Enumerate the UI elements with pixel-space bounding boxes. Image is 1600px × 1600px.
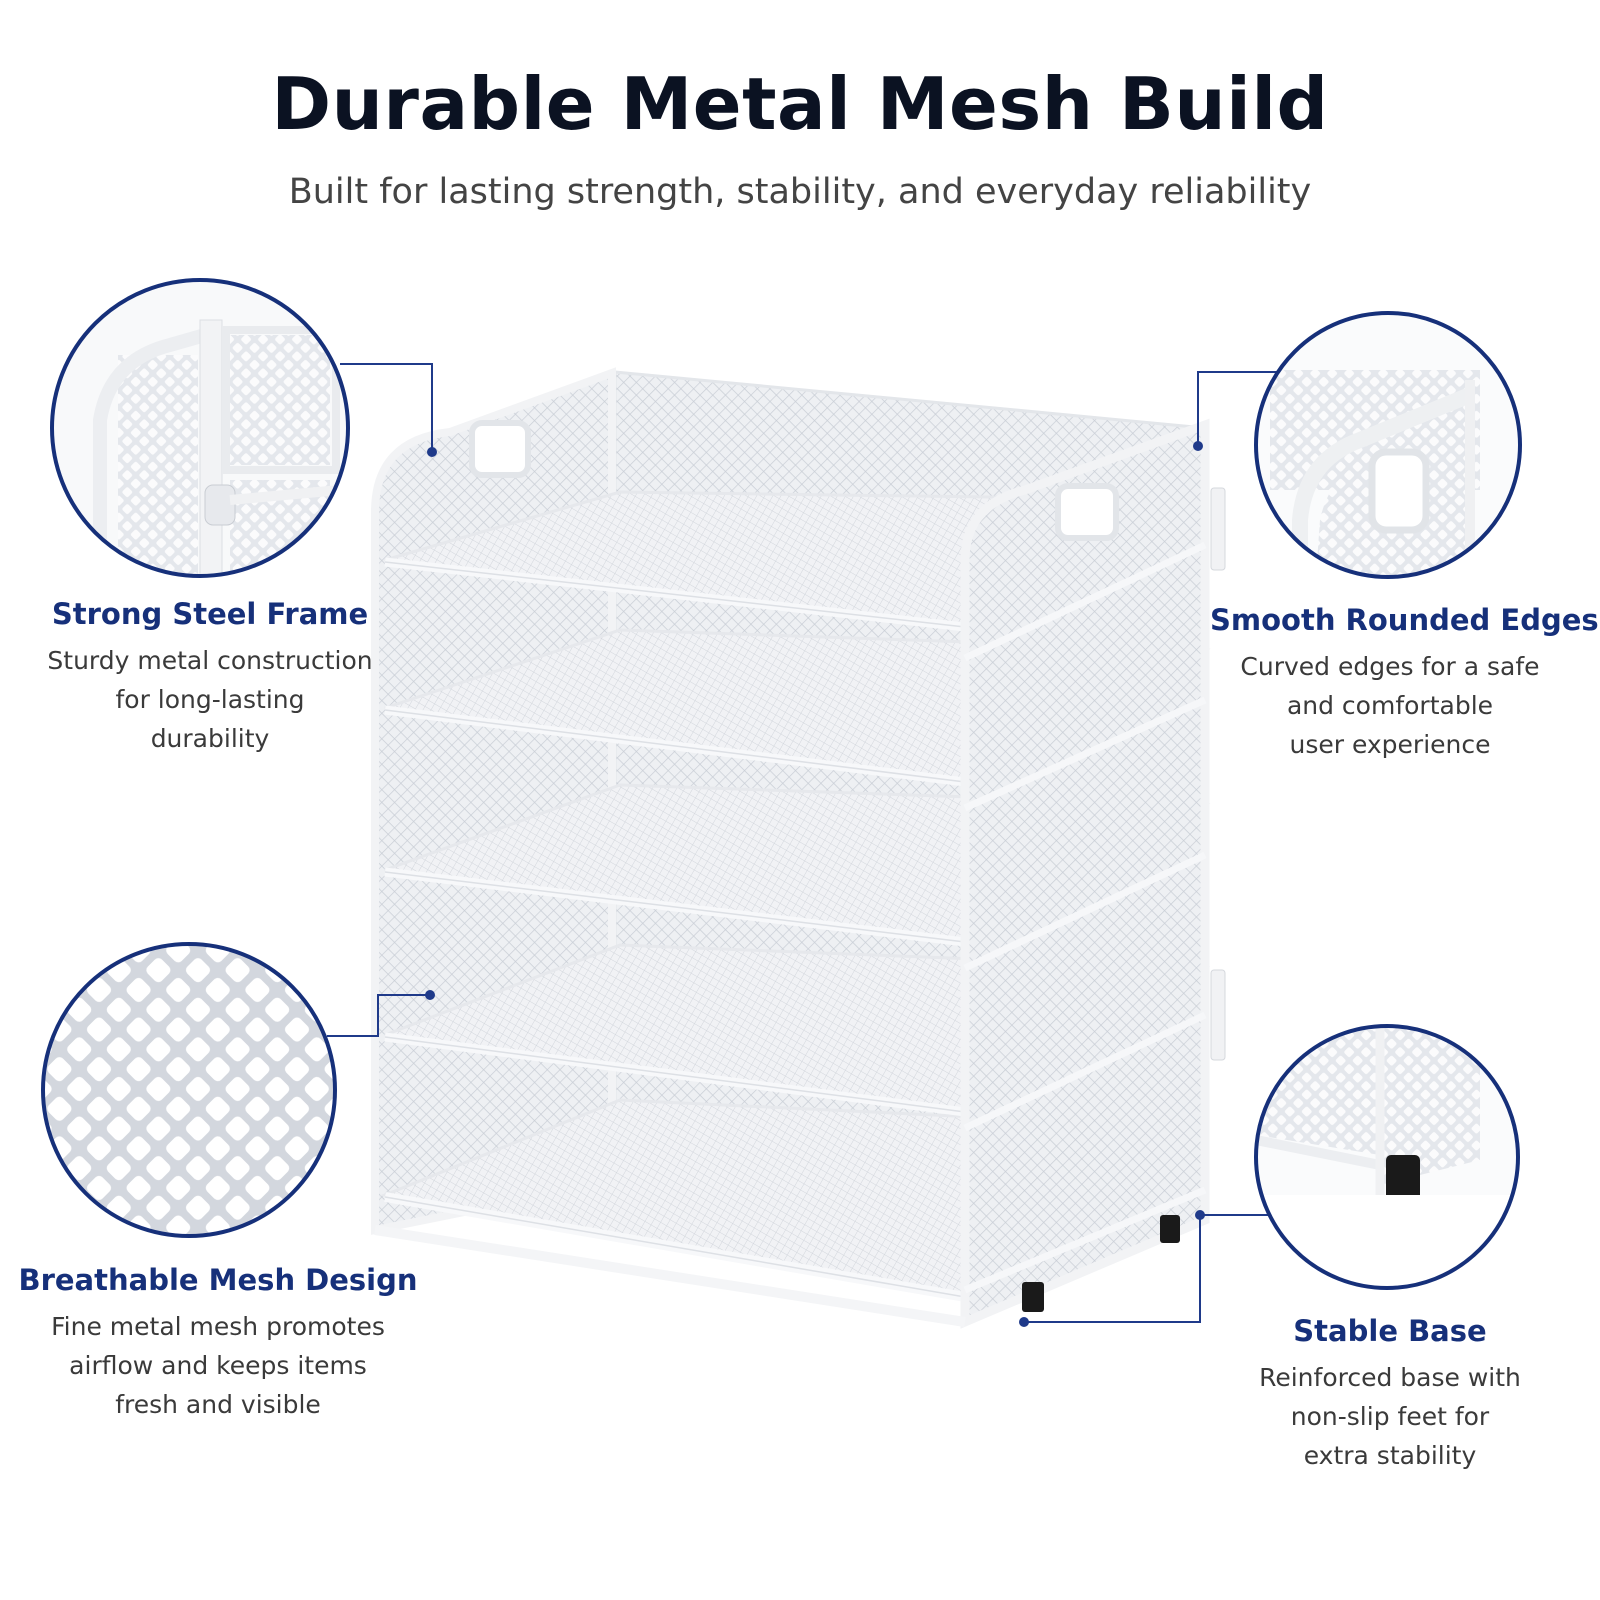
feature-description: Curved edges for a safe and comfortable … xyxy=(1210,647,1570,764)
feature-desc-line: Sturdy metal construction xyxy=(47,646,373,675)
feature-desc-line: fresh and visible xyxy=(115,1390,321,1419)
base-foot-closeup-icon xyxy=(1254,1024,1520,1290)
rounded-edge-closeup-icon xyxy=(1254,311,1522,579)
feature-smooth-rounded-edges: Smooth Rounded Edges Curved edges for a … xyxy=(1210,603,1599,764)
feature-desc-line: Reinforced base with xyxy=(1259,1363,1521,1392)
feature-description: Reinforced base with non-slip feet for e… xyxy=(1220,1358,1560,1475)
feature-desc-line: durability xyxy=(150,724,270,753)
feature-description: Fine metal mesh promotes airflow and kee… xyxy=(18,1307,418,1424)
mesh-texture-closeup-icon xyxy=(41,942,337,1238)
frame-joint-closeup-icon xyxy=(50,278,350,578)
page-subtitle: Built for lasting strength, stability, a… xyxy=(288,172,1312,212)
feature-desc-line: non-slip feet for xyxy=(1290,1402,1490,1431)
feature-title: Stable Base xyxy=(1293,1314,1487,1348)
feature-desc-line: for long-lasting xyxy=(115,685,305,714)
feature-desc-line: airflow and keeps items xyxy=(69,1351,367,1380)
page-title: Durable Metal Mesh Build xyxy=(271,62,1329,146)
callout-lines xyxy=(327,363,1278,1323)
left-handle-cutout xyxy=(469,420,531,478)
feature-desc-line: Fine metal mesh promotes xyxy=(51,1312,385,1341)
feature-breathable-mesh-design: Breathable Mesh Design Fine metal mesh p… xyxy=(18,1263,418,1424)
right-handle-cutout xyxy=(1055,483,1119,541)
feature-desc-line: Curved edges for a safe xyxy=(1240,652,1540,681)
feature-stable-base: Stable Base Reinforced base with non-sli… xyxy=(1220,1314,1560,1475)
mesh-organizer xyxy=(371,367,1226,1329)
feature-strong-steel-frame: Strong Steel Frame Sturdy metal construc… xyxy=(20,597,400,758)
feature-description: Sturdy metal construction for long-lasti… xyxy=(20,641,400,758)
feature-title: Breathable Mesh Design xyxy=(18,1263,418,1297)
feature-desc-line: user experience xyxy=(1289,730,1491,759)
feature-desc-line: and comfortable xyxy=(1286,691,1494,720)
feature-title: Smooth Rounded Edges xyxy=(1210,603,1599,637)
feature-desc-line: extra stability xyxy=(1303,1441,1477,1470)
feature-title: Strong Steel Frame xyxy=(51,597,369,631)
non-slip-feet xyxy=(1022,1215,1180,1312)
